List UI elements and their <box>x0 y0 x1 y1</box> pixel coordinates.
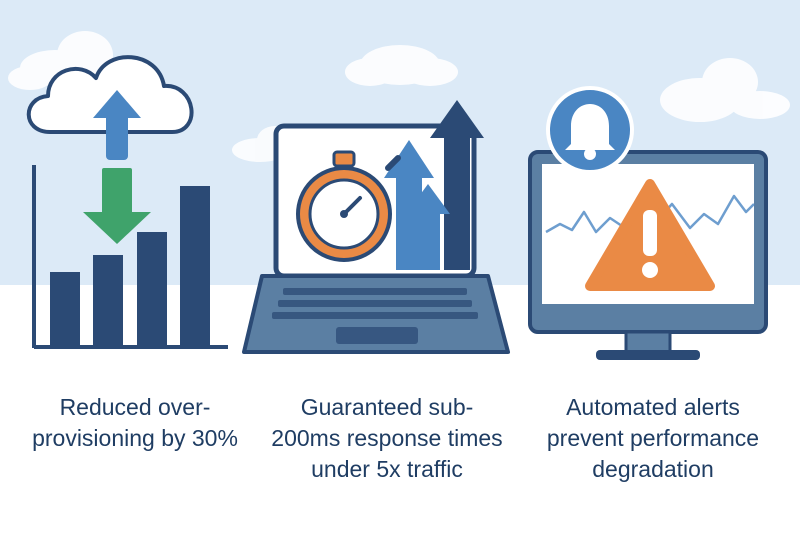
background-cloud-middle <box>345 45 458 86</box>
caption-response-times: Guaranteed sub- 200ms response times und… <box>262 392 512 485</box>
caption-line: 200ms response times <box>271 425 503 451</box>
cloud-icon <box>26 55 194 134</box>
caption-line: under 5x traffic <box>311 456 463 482</box>
bar-chart-icon <box>32 165 228 349</box>
bell-icon <box>546 86 634 174</box>
caption-line: provisioning by 30% <box>32 425 238 451</box>
caption-line: Reduced over- <box>59 394 211 420</box>
caption-line: degradation <box>592 456 714 482</box>
stopwatch-icon <box>296 150 401 262</box>
download-arrow-icon <box>83 168 151 244</box>
illustration <box>8 31 790 360</box>
background-cloud-left <box>8 31 113 90</box>
caption-automated-alerts: Automated alerts prevent performance deg… <box>528 392 778 485</box>
caption-overprovisioning: Reduced over- provisioning by 30% <box>10 392 260 454</box>
background-cloud-right <box>660 58 790 122</box>
caption-line: prevent performance <box>546 425 760 451</box>
caption-line: Guaranteed sub- <box>300 394 474 420</box>
caption-line: Automated alerts <box>566 394 740 420</box>
upload-arrow-icon <box>93 90 141 160</box>
growth-arrow-icon <box>384 100 484 270</box>
warning-icon <box>585 179 715 291</box>
